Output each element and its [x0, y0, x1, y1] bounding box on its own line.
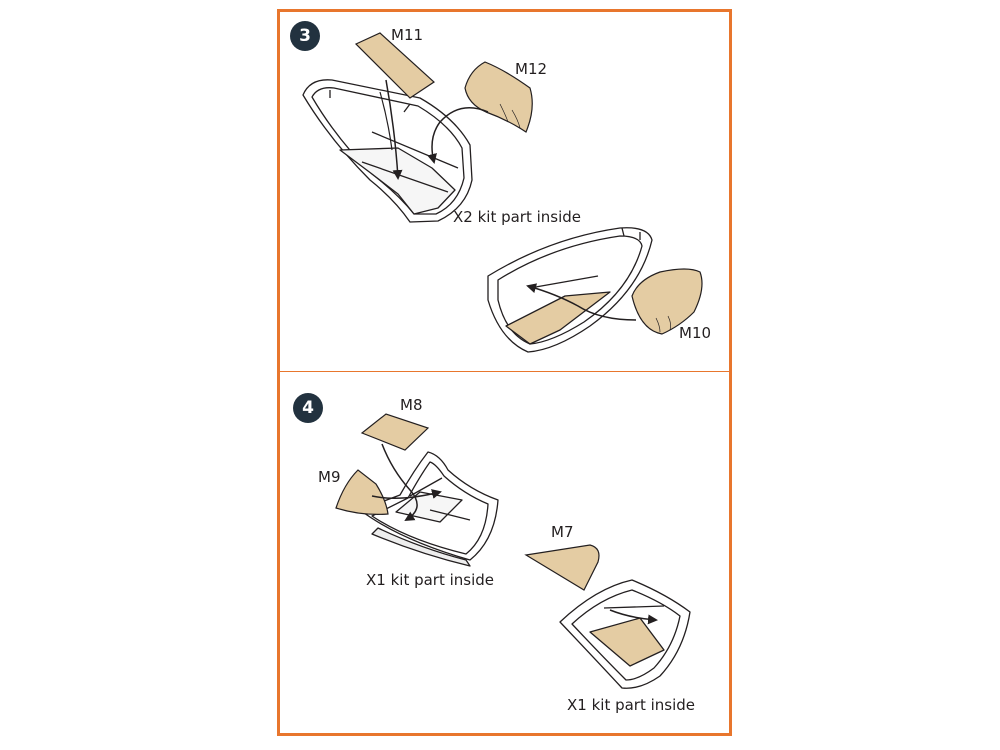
label-m8: M8 — [400, 396, 423, 414]
arrow-m9-to-tub — [371, 489, 442, 499]
arrow-m11-to-tub-2 — [379, 91, 393, 151]
label-m7: M7 — [551, 523, 574, 541]
note-x1-kit-part-a: X1 kit part inside — [366, 571, 495, 589]
arrow-m11-to-tub — [385, 79, 403, 180]
part-m11 — [354, 32, 435, 99]
cockpit-tub-part-3a — [302, 79, 473, 223]
note-x2-kit-part: X2 kit part inside — [453, 208, 582, 226]
step-3-badge: 3 — [290, 21, 320, 51]
note-x1-kit-part-b: X1 kit part inside — [567, 696, 696, 714]
part-m7 — [524, 544, 600, 591]
arrow-m7-to-tub — [609, 609, 658, 625]
label-m10: M10 — [679, 324, 712, 342]
arrow-m10-to-tub — [526, 283, 637, 321]
cockpit-tub-part-3b — [487, 227, 653, 353]
part-m8 — [360, 413, 430, 451]
arrow-m12-to-tub — [427, 107, 489, 164]
part-m10 — [631, 268, 703, 335]
arrow-m8-to-tub — [381, 443, 418, 522]
step-4-badge: 4 — [293, 393, 323, 423]
part-m9 — [335, 469, 389, 515]
label-m12: M12 — [515, 60, 548, 78]
cockpit-tub-part-4b — [559, 579, 691, 689]
label-m11: M11 — [391, 26, 424, 44]
label-m9: M9 — [318, 468, 341, 486]
